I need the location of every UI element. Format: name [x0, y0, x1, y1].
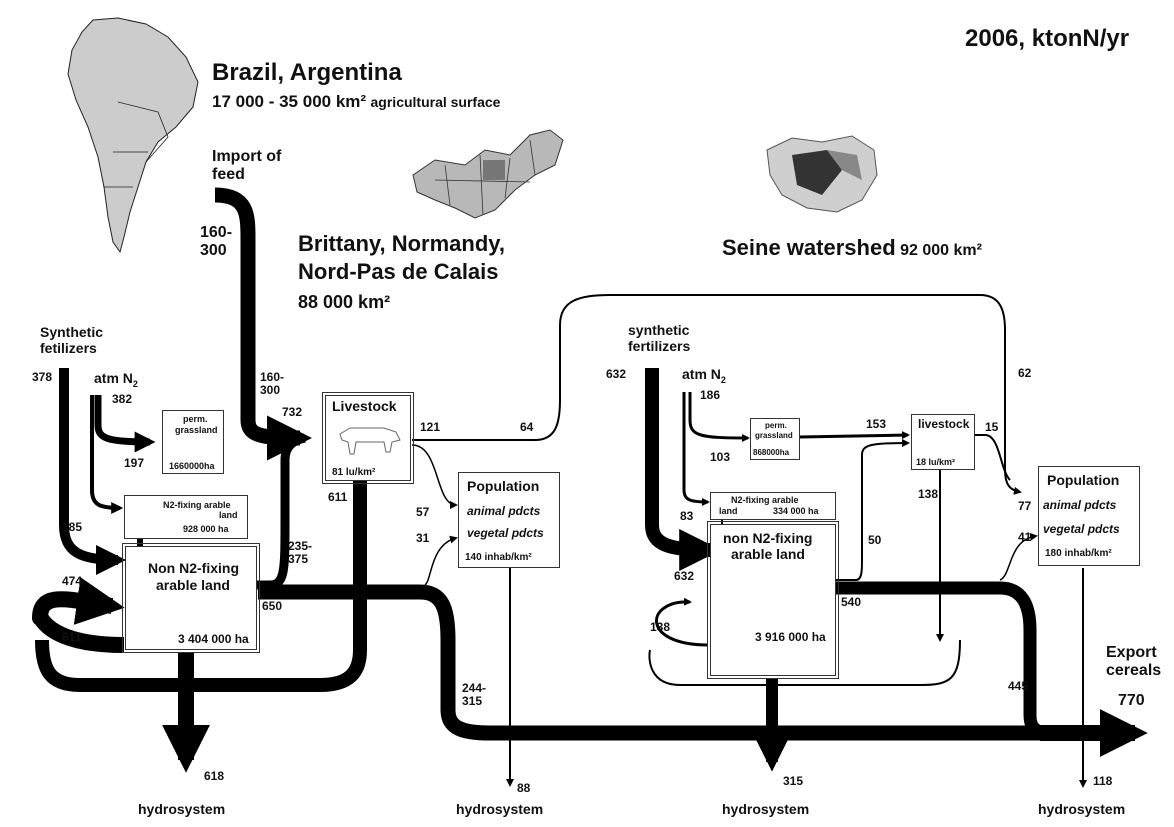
to-pop-animal-left: 57: [416, 505, 430, 519]
arable-out-value-left: 650: [262, 599, 283, 613]
to-pop-animal-right: 77: [1018, 499, 1032, 513]
brittany-area: 88 000 km²: [298, 292, 391, 312]
arable-to-pop-left: [424, 535, 458, 586]
export-value: 770: [1118, 692, 1145, 709]
arable-to-livestock-right: [836, 439, 910, 581]
non-in-value-left: 474: [62, 574, 83, 588]
brazil-surface: 17 000 - 35 000 km² agricultural surface: [212, 92, 501, 111]
livestock-box-right: livestock 18 lu/km²: [911, 414, 975, 470]
livestock-in-value: 732: [282, 405, 303, 419]
grassland-to-livestock-right: [799, 431, 910, 440]
perm-grassland-box-left: perm. grassland 1660000ha: [162, 410, 224, 474]
hydrosystem-label-1: hydrosystem: [138, 801, 226, 817]
livestock-to-pop-right: [975, 434, 1011, 481]
synthetic-value-right: 632: [606, 367, 627, 381]
atm-value-right: 186: [700, 388, 721, 402]
import-feed-value: 160-300: [200, 224, 233, 259]
synthetic-arrow-left: [59, 368, 126, 575]
south-america-map: [67, 17, 199, 254]
live-out-value-left: 611: [328, 490, 348, 504]
arable-to-live-value-right: 50: [868, 533, 882, 547]
n2fix-value-right: 83: [680, 509, 694, 523]
population-box-left: Population animal pdcts vegetal pdcts 14…: [458, 472, 560, 568]
grass-value-left: 197: [124, 456, 145, 470]
arable-to-live-value-left: 235-375: [288, 539, 313, 567]
atm-to-grassland-left: [94, 395, 156, 453]
atm-label-left: atm N2: [94, 370, 138, 389]
hydro-arable-value-right: 315: [783, 774, 804, 788]
live-pop-value-right: 15: [985, 420, 999, 434]
loop-value-left: 611: [62, 630, 82, 644]
livestock-to-pop-left: [411, 444, 458, 509]
live-right-value: 121: [420, 420, 441, 434]
hydrosystem-label-3: hydrosystem: [722, 801, 810, 817]
live-down-value: 138: [918, 487, 939, 501]
hydro-pop-value-right: 118: [1093, 774, 1113, 788]
cow-icon: [339, 427, 401, 455]
hydrosystem-label-2: hydrosystem: [456, 801, 544, 817]
atm-label-right: atm N2: [682, 366, 726, 385]
over-down-value: 62: [1018, 366, 1032, 380]
brazil-title: Brazil, Argentina: [212, 59, 402, 86]
import-right-value: 160-300: [260, 370, 285, 398]
arable-out-right: [836, 581, 1061, 740]
non-n2-box-left: Non N2-fixing arable land 3 404 000 ha: [122, 543, 260, 653]
perm-grassland-box-right: perm. grassland 868000ha: [750, 418, 800, 460]
n2fix-value-left: 185: [62, 520, 83, 534]
loop-arrow-right: [655, 597, 709, 647]
atm-to-grassland-right: [688, 392, 750, 442]
export-left-value: 244-315: [462, 681, 487, 709]
seine-map: [766, 135, 878, 213]
arable-out-left: [258, 584, 1080, 741]
n2-fixing-box-right: N2-fixing arable land 334 000 ha: [710, 492, 836, 520]
non-n2-box-right: non N2-fixing arable land 3 916 000 ha: [707, 521, 839, 679]
synthetic-arrow-right: [645, 368, 722, 571]
to-pop-veg-right: 41: [1018, 530, 1032, 544]
seine-title: Seine watershed 92 000 km²: [722, 235, 982, 260]
livestock-over-arrow: [412, 294, 1022, 495]
non-in-value-right: 632: [674, 569, 695, 583]
population-box-right: Population animal pdcts vegetal pdcts 18…: [1038, 466, 1140, 566]
atm-to-n2fixing-left: [90, 395, 124, 514]
to-pop-veg-left: 31: [416, 531, 430, 545]
synthetic-value-left: 378: [32, 370, 53, 384]
n2-fixing-box-left: N2-fixing arable land 928 000 ha: [124, 495, 248, 539]
livestock-down-left: [35, 480, 367, 692]
atm-value-left: 382: [112, 392, 133, 406]
grass-value-right: 103: [710, 450, 731, 464]
livestock-box-left: Livestock 81 lu/km²: [322, 392, 414, 484]
atm-to-n2fixing-right: [682, 392, 710, 506]
grass-to-live-value: 153: [866, 417, 887, 431]
hydro-pop-left-value: 88: [517, 781, 531, 795]
brittany-line2: Nord-Pas de Calais: [298, 259, 499, 284]
export-in-value: 445: [1008, 679, 1029, 693]
arable-to-pop-right: [999, 532, 1038, 581]
over-value: 64: [520, 420, 534, 434]
diagram-title: 2006, ktonN/yr: [965, 25, 1130, 52]
hydro-left-value: 618: [204, 769, 225, 783]
brittany-line1: Brittany, Normandy,: [298, 231, 505, 256]
hydrosystem-label-4: hydrosystem: [1038, 801, 1126, 817]
arable-to-livestock-left: [255, 433, 307, 590]
arable-out-value-right: 540: [841, 595, 862, 609]
lower-loop-right: [648, 639, 961, 686]
brittany-map: [412, 129, 564, 219]
loop-arrow-left: [32, 577, 125, 653]
loop-value-right: 138: [650, 620, 671, 634]
import-feed-arrow: [214, 187, 312, 461]
